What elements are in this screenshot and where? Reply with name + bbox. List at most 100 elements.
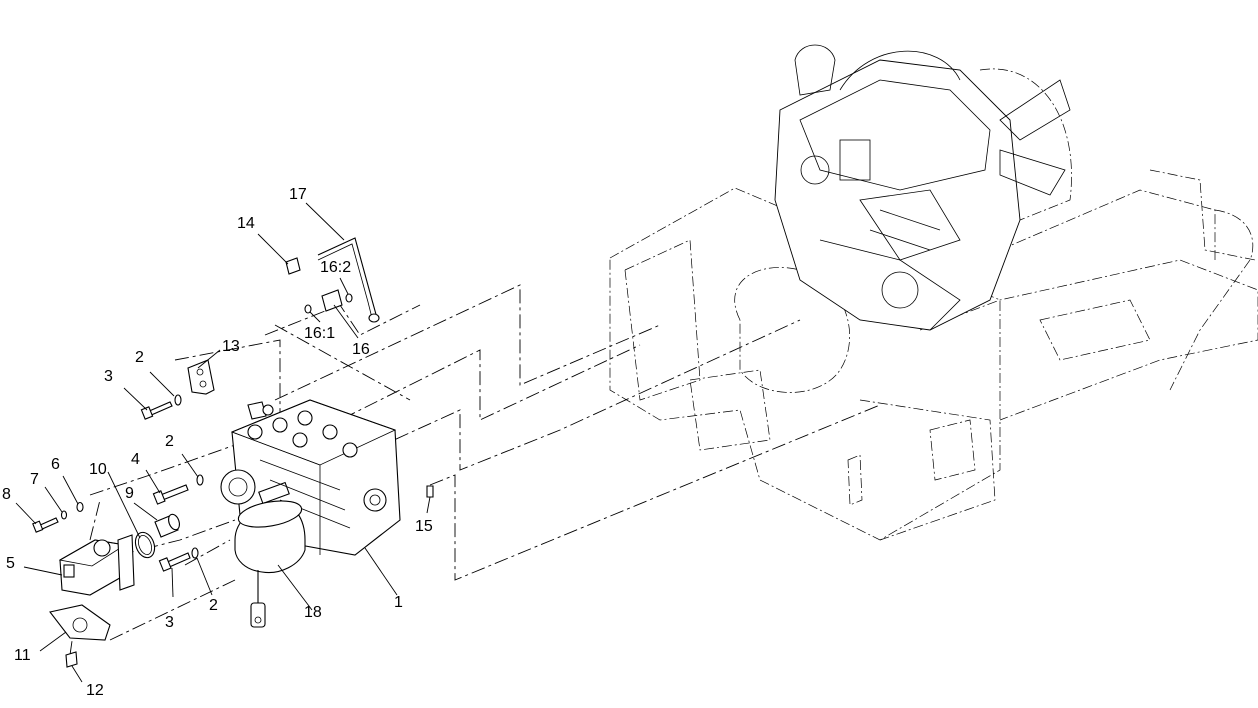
frame-side-rail xyxy=(919,259,1258,421)
bracket-11 xyxy=(49,604,111,641)
bracket-13-hole-2 xyxy=(199,380,207,388)
callout-3-upper: 3 xyxy=(104,368,113,385)
pump-side-port xyxy=(363,488,387,512)
leader-11 xyxy=(39,631,67,652)
frame-inner-left xyxy=(624,239,701,401)
engine-intake xyxy=(839,50,961,91)
engine-frame-assembly xyxy=(609,44,1258,541)
callout-2-lower: 2 xyxy=(209,597,218,614)
tube-17-inner xyxy=(317,243,373,319)
callout-17: 17 xyxy=(289,186,307,203)
leader-13 xyxy=(197,349,221,369)
screw-8-head xyxy=(32,520,44,533)
leader-7 xyxy=(44,486,63,513)
engine-injector-lines xyxy=(859,189,961,261)
frame-outline xyxy=(609,187,1001,541)
engine-pulley xyxy=(800,155,830,185)
washer-6 xyxy=(76,501,84,513)
pump-port-3 xyxy=(297,410,313,426)
path-motor-1 xyxy=(89,444,236,496)
bracket-11-hole xyxy=(72,617,88,633)
pump-port-1 xyxy=(247,424,263,440)
screw-12 xyxy=(65,651,78,668)
pump-port-4 xyxy=(292,432,308,448)
motor-tab xyxy=(63,564,75,578)
callout-2-upper: 2 xyxy=(135,349,144,366)
coupler-end xyxy=(168,513,180,531)
callout-7: 7 xyxy=(30,471,39,488)
engine-turbo xyxy=(794,44,836,96)
path-motor-3 xyxy=(89,499,101,541)
callout-16: 16 xyxy=(352,341,370,358)
leader-6 xyxy=(62,475,79,505)
rear-frame-arm xyxy=(1149,169,1256,261)
frame-crossmember xyxy=(1039,299,1151,361)
callout-16-1: 16:1 xyxy=(304,325,336,342)
filter-sensor-plug xyxy=(250,602,266,628)
pump-port-2 xyxy=(272,417,288,433)
frame-flywheel-housing xyxy=(734,267,850,393)
tube-17 xyxy=(317,237,378,319)
frame-slot-2 xyxy=(929,419,976,481)
filter-assembly xyxy=(234,500,306,628)
fitting-16 xyxy=(321,289,343,312)
motor-flange xyxy=(117,534,135,591)
leader-9 xyxy=(133,502,158,521)
leader-2a xyxy=(149,371,175,397)
callout-1: 1 xyxy=(394,594,403,611)
callout-16-2: 16:2 xyxy=(320,259,352,276)
leader-14 xyxy=(257,233,289,265)
leader-16-2 xyxy=(339,277,349,295)
tube-17-end xyxy=(368,313,380,323)
path-pump-frame-2 xyxy=(319,344,641,431)
fan-shroud xyxy=(979,68,1072,221)
rear-pipe xyxy=(1169,209,1254,391)
filter-top xyxy=(237,500,303,528)
assembly-paths xyxy=(69,284,881,656)
engine-filter xyxy=(839,139,871,181)
motor-port xyxy=(93,539,111,557)
path-pump-frame-4 xyxy=(429,404,881,581)
engine-oil-pan xyxy=(819,239,961,331)
charge-pump-assembly xyxy=(58,534,135,596)
bolt-3-upper-head xyxy=(140,406,154,420)
washer-2-middle xyxy=(196,474,204,486)
callout-12: 12 xyxy=(86,682,104,699)
callout-8: 8 xyxy=(2,486,11,503)
callout-10: 10 xyxy=(89,461,107,478)
leader-17 xyxy=(305,202,345,241)
engine-fan xyxy=(999,79,1071,196)
callout-2-middle: 2 xyxy=(165,433,174,450)
seal-16-1 xyxy=(304,304,312,314)
frame-right-leg xyxy=(859,399,996,541)
callout-3-lower: 3 xyxy=(165,614,174,631)
engine-pulley-2 xyxy=(881,271,919,309)
path-fitting-pump xyxy=(274,324,411,401)
frame-slot xyxy=(847,454,863,506)
path-bracket-11 xyxy=(109,579,236,641)
pump-front-face xyxy=(231,431,321,555)
washer-2-upper xyxy=(174,394,182,406)
callout-14: 14 xyxy=(237,215,255,232)
frame-rear-rail xyxy=(999,189,1216,260)
leader-4 xyxy=(145,469,161,494)
o-ring-inner xyxy=(138,534,152,556)
callout-15: 15 xyxy=(415,518,433,535)
leader-16-1 xyxy=(309,311,321,323)
leader-15 xyxy=(426,496,431,514)
leader-8 xyxy=(15,502,37,525)
leader-lines xyxy=(15,202,431,683)
leader-16 xyxy=(333,304,359,339)
pump-shaft-flange-inner xyxy=(228,477,248,497)
pin-15 xyxy=(426,485,434,498)
pump-side-port-inner xyxy=(369,494,381,506)
pump-port-5 xyxy=(322,424,338,440)
bolt-3-lower-head xyxy=(158,557,172,572)
bracket-13-hole xyxy=(196,368,204,376)
path-pump-frame-1 xyxy=(274,284,661,401)
fitting-14 xyxy=(285,257,301,275)
pump-fitting-top-nut xyxy=(262,404,274,416)
callout-13: 13 xyxy=(222,338,240,355)
